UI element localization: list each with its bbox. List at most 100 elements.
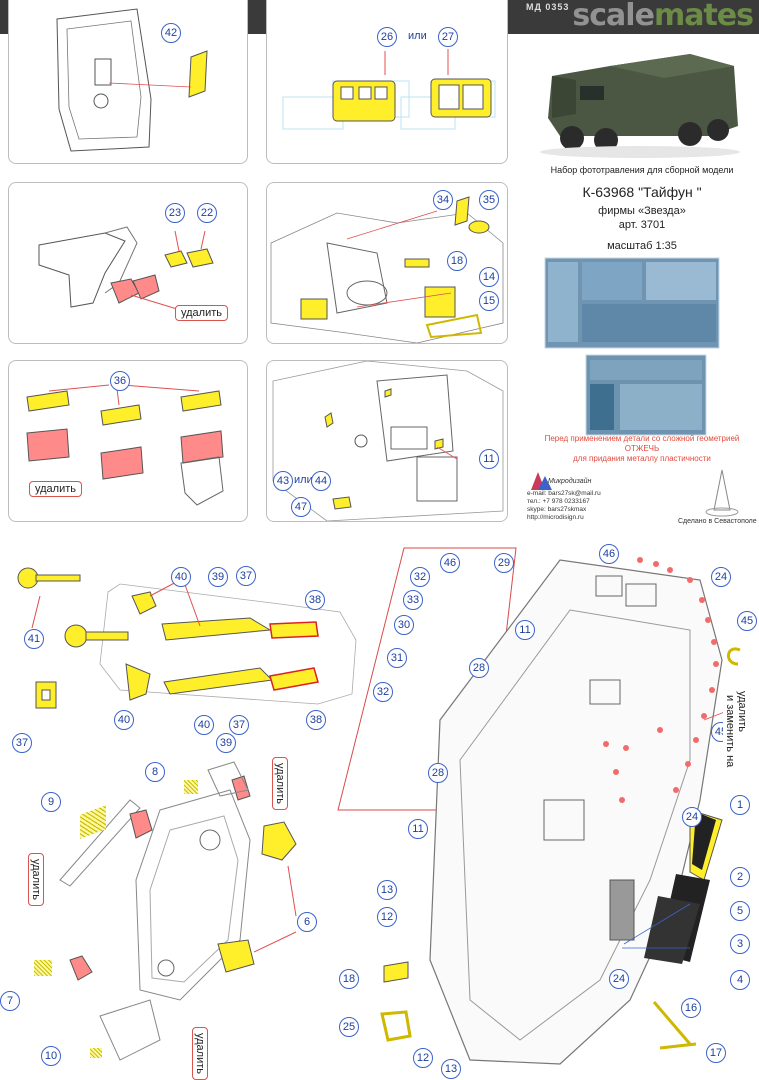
part-callout-40: 40 (171, 567, 191, 587)
part-callout-11: 11 (479, 449, 499, 469)
part-callout-24: 24 (609, 969, 629, 989)
part-callout-32: 32 (373, 682, 393, 702)
part-10-mesh (90, 1048, 102, 1058)
intro-text: Набор фототравления для сборной модели (550, 165, 734, 175)
part-callout-44: 44 (311, 471, 331, 491)
part-callout-24: 24 (682, 807, 702, 827)
part-9-mesh (80, 805, 106, 839)
part-callout-46: 46 (440, 553, 460, 573)
part-callout-29: 29 (494, 553, 514, 573)
part-callout-33: 33 (403, 590, 423, 610)
part-callout-22: 22 (197, 203, 217, 223)
part-callout-28: 28 (469, 658, 489, 678)
part-callout-25: 25 (339, 1017, 359, 1037)
part-callout-17: 17 (706, 1043, 726, 1063)
contacts-block: e-mail: bars27sk@mail.ru тел.: +7 978 02… (527, 490, 601, 522)
brand-watermark[interactable]: scalemates (572, 0, 754, 33)
part-callout-40: 40 (194, 715, 214, 735)
part-callout-2: 2 (730, 867, 750, 887)
hatches-drawing (26, 384, 224, 506)
part-callout-38: 38 (305, 590, 325, 610)
contact-email[interactable]: e-mail: bars27sk@mail.ru (527, 490, 601, 497)
step-panel-hatches: 36 удалить (8, 360, 248, 522)
remove-label: удалить (28, 853, 44, 907)
part-callout-8: 8 (145, 762, 165, 782)
article-text: арт. 3701 (618, 219, 666, 231)
brand-word-2: mates (653, 0, 754, 33)
remove-label: удалить (29, 481, 83, 497)
step-panel-interior-2: 11 43 или 44 47 (266, 360, 508, 522)
warning-line-1: Перед применением детали со сложной геом… (544, 434, 740, 443)
model-title: К-63968 "Тайфун " (582, 184, 702, 200)
part-callout-13: 13 (441, 1059, 461, 1079)
door-drawing (56, 8, 208, 152)
part-callout-14: 14 (479, 267, 499, 287)
part-8-mesh (184, 780, 198, 794)
remove-replace-label-1: удалить (735, 686, 749, 738)
part-callout-37: 37 (12, 733, 32, 753)
grille-drawing (282, 49, 496, 130)
part-callout-32: 32 (410, 567, 430, 587)
seats-drawing (38, 226, 214, 310)
part-callout-10: 10 (41, 1046, 61, 1066)
part-callout-40: 40 (114, 710, 134, 730)
part-callout-47: 47 (291, 497, 311, 517)
part-callout-34: 34 (433, 190, 453, 210)
part-callout-9: 9 (41, 792, 61, 812)
contact-skype: skype: bars27skmax (527, 506, 587, 513)
part-callout-12: 12 (377, 907, 397, 927)
scale-text: масштаб 1:35 (607, 240, 677, 252)
part-callout-3: 3 (730, 934, 750, 954)
remove-label: удалить (192, 1027, 208, 1080)
part-callout-43: 43 (273, 471, 293, 491)
made-in-label: Сделано в Севастополе (678, 518, 757, 525)
part-callout-38: 38 (306, 710, 326, 730)
part-callout-1: 1 (730, 795, 750, 815)
part-callout-5: 5 (730, 901, 750, 921)
part-callout-18: 18 (447, 251, 467, 271)
contact-website[interactable]: http://microdisign.ru (527, 514, 584, 521)
step-panel-seats: 23 22 удалить (8, 182, 248, 344)
step-panel-door: 42 (8, 0, 248, 164)
warning-line-2: ОТЖЕЧЬ (624, 444, 660, 453)
remove-label: удалить (175, 305, 229, 321)
remove-label: удалить (272, 757, 288, 811)
or-label: или (408, 30, 427, 42)
part-callout-13: 13 (377, 880, 397, 900)
part-callout-12: 12 (413, 1048, 433, 1068)
part-callout-16: 16 (681, 998, 701, 1018)
part-callout-11: 11 (515, 620, 535, 640)
step-panel-interior-1: 34 35 18 14 15 (266, 182, 508, 344)
part-callout-46: 46 (599, 544, 619, 564)
part-callout-39: 39 (208, 567, 228, 587)
part-callout-41: 41 (24, 629, 44, 649)
part-callout-37: 37 (229, 715, 249, 735)
part-callout-4: 4 (730, 970, 750, 990)
step-panel-grille: 26 или 27 (266, 0, 508, 164)
remove-replace-label-2: и заменить на (723, 690, 737, 773)
part-callout-7: 7 (0, 991, 20, 1011)
part-callout-27: 27 (438, 27, 458, 47)
part-7-mesh (34, 960, 52, 976)
part-callout-11: 11 (408, 819, 428, 839)
part-callout-15: 15 (479, 291, 499, 311)
part-callout-28: 28 (428, 763, 448, 783)
part-callout-30: 30 (394, 615, 414, 635)
brand-word-1: scale (572, 0, 655, 33)
part-callout-6: 6 (297, 912, 317, 932)
maker-text: фирмы «Звезда» (598, 205, 686, 217)
catalog-number: МД 0353 (526, 2, 570, 12)
part-callout-37: 37 (236, 566, 256, 586)
part-callout-23: 23 (165, 203, 185, 223)
part-callout-45: 45 (737, 611, 757, 631)
part-callout-35: 35 (479, 190, 499, 210)
maker-logo: Микродизайн (548, 478, 592, 485)
part-callout-31: 31 (387, 648, 407, 668)
part-callout-36: 36 (110, 371, 130, 391)
part-callout-42: 42 (161, 23, 181, 43)
part-callout-24: 24 (711, 567, 731, 587)
part-callout-26: 26 (377, 27, 397, 47)
part-callout-18: 18 (339, 969, 359, 989)
contact-phone: тел.: +7 978 0233167 (527, 498, 590, 505)
or-label: или (294, 474, 313, 486)
